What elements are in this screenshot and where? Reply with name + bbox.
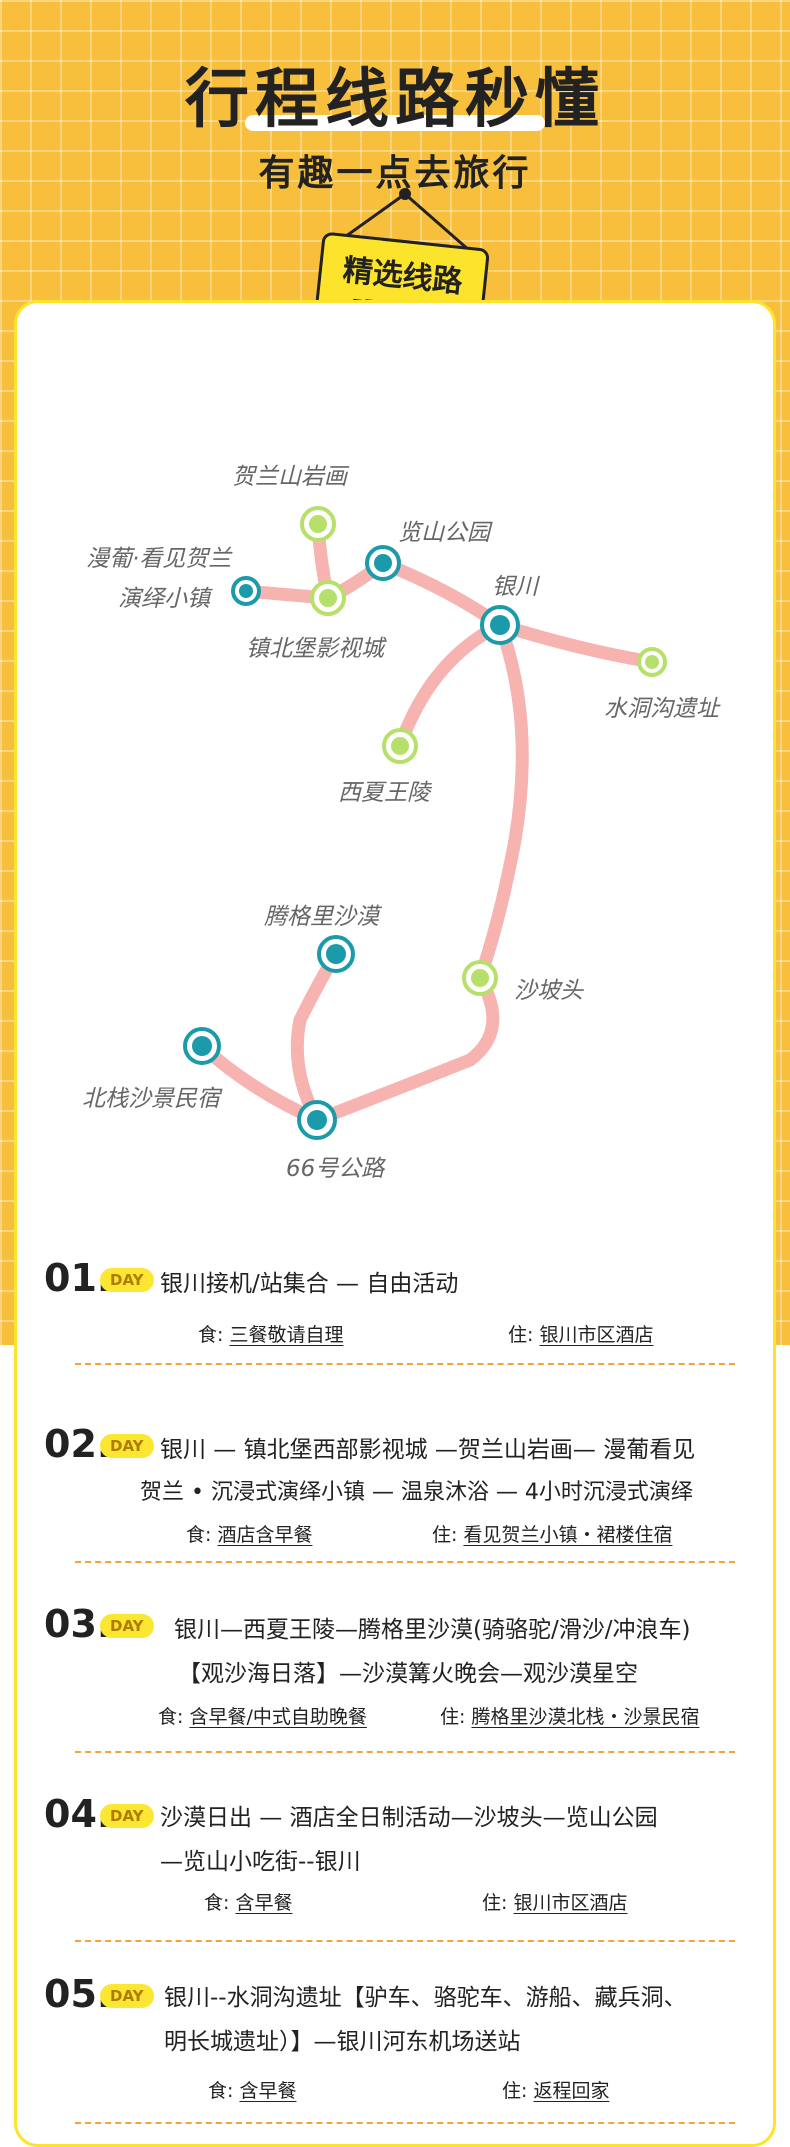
label-beizhan: 北栈沙景民宿 xyxy=(82,1086,223,1112)
day-route-line: 贺兰 • 沉浸式演绎小镇 — 温泉沐浴 — 4小时沉浸式演绎 xyxy=(140,1480,693,1505)
day-badge: DAY xyxy=(100,1268,154,1292)
dashed-divider xyxy=(75,1940,735,1942)
stay-info: 住: 看见贺兰小镇・裙楼住宿 xyxy=(432,1520,672,1547)
node-shapotou xyxy=(462,960,498,996)
map-labels: 贺兰山岩画 览山公园 漫葡·看见贺兰 演绎小镇 银川 镇北堡影视城 水洞沟遗址 … xyxy=(82,464,721,1182)
dashed-divider xyxy=(75,1561,735,1563)
label-shuidonggou: 水洞沟遗址 xyxy=(604,696,721,722)
meal-value: 酒店含早餐 xyxy=(217,1524,313,1546)
node-xixia xyxy=(382,728,418,764)
day-route-line: 银川—西夏王陵—腾格里沙漠(骑骆驼/滑沙/冲浪车) xyxy=(174,1617,691,1643)
header: 行程线路秒懂 有趣一点去旅行 精选线路 5天4晚之旅 xyxy=(0,0,790,335)
day-route-line: 银川接机/站集合 — 自由活动 xyxy=(160,1271,459,1297)
day-route-line: —览山小吃街--银川 xyxy=(160,1849,361,1875)
stay-info: 住: 返程回家 xyxy=(502,2076,609,2103)
dashed-divider xyxy=(75,1751,735,1753)
label-shapotou: 沙坡头 xyxy=(514,978,584,1004)
sub-title: 有趣一点去旅行 xyxy=(258,153,532,194)
stay-value: 腾格里沙漠北栈・沙景民宿 xyxy=(471,1706,700,1728)
stay-value: 银川市区酒店 xyxy=(513,1892,628,1914)
stay-label: 住: xyxy=(440,1706,466,1728)
stay-label: 住: xyxy=(508,1324,534,1346)
stay-info: 住: 银川市区酒店 xyxy=(508,1320,653,1347)
stay-label: 住: xyxy=(432,1524,458,1546)
day-route-line: 明长城遗址）】—银川河东机场送站 xyxy=(164,2029,521,2055)
label-xixia: 西夏王陵 xyxy=(338,780,433,806)
label-manpu-1: 漫葡·看见贺兰 xyxy=(86,546,233,572)
label-zhenbeibao: 镇北堡影视城 xyxy=(246,636,387,662)
day-route-line: 【观沙海日落】—沙漠篝火晚会—观沙漠星空 xyxy=(178,1661,638,1687)
meal-value: 含早餐/中式自助晚餐 xyxy=(189,1706,367,1728)
content-card xyxy=(14,300,776,2147)
meal-label: 食: xyxy=(186,1524,212,1546)
route-lines xyxy=(195,517,659,1127)
stay-info: 住: 腾格里沙漠北栈・沙景民宿 xyxy=(440,1702,699,1729)
meal-label: 食: xyxy=(204,1892,230,1914)
meal-label: 食: xyxy=(208,2080,234,2102)
route-map: 贺兰山岩画 览山公园 漫葡·看见贺兰 演绎小镇 银川 镇北堡影视城 水洞沟遗址 … xyxy=(82,464,721,1182)
day-badge: DAY xyxy=(100,1614,154,1638)
meal-value: 三餐敬请自理 xyxy=(229,1324,344,1346)
meal-info: 食: 酒店含早餐 xyxy=(186,1520,312,1547)
main-title: 行程线路秒懂 xyxy=(185,63,605,137)
meal-value: 含早餐 xyxy=(239,2080,297,2102)
dashed-divider xyxy=(75,2122,735,2124)
meal-value: 含早餐 xyxy=(235,1892,293,1914)
node-beizhan xyxy=(183,1027,221,1065)
meal-label: 食: xyxy=(198,1324,224,1346)
stay-value: 看见贺兰小镇・裙楼住宿 xyxy=(463,1524,673,1546)
node-tengger xyxy=(317,935,355,973)
day-route-line: 银川--水洞沟遗址【驴车、骆驼车、游船、藏兵洞、 xyxy=(164,1985,687,2011)
node-shuidonggou xyxy=(637,647,667,677)
node-manpu xyxy=(231,576,261,606)
label-helan-rock: 贺兰山岩画 xyxy=(232,464,350,490)
meal-info: 食: 含早餐 xyxy=(208,2076,296,2103)
label-lanshan-park: 览山公园 xyxy=(398,520,493,546)
stay-value: 银川市区酒店 xyxy=(539,1324,654,1346)
meal-info: 食: 含早餐 xyxy=(204,1888,292,1915)
day-badge: DAY xyxy=(100,1804,154,1828)
node-zhenbeibao xyxy=(310,580,346,616)
day-badge: DAY xyxy=(100,1984,154,2008)
label-road66: 66号公路 xyxy=(286,1156,386,1182)
stay-value: 返程回家 xyxy=(533,2080,610,2102)
meal-label: 食: xyxy=(158,1706,184,1728)
label-tengger: 腾格里沙漠 xyxy=(264,904,383,930)
day-badge: DAY xyxy=(100,1434,154,1458)
node-lanshan xyxy=(365,545,401,581)
dashed-divider xyxy=(75,1363,735,1365)
title-underline xyxy=(245,115,545,131)
label-manpu-2: 演绎小镇 xyxy=(118,586,213,612)
day-route-line: 银川 — 镇北堡西部影视城 —贺兰山岩画— 漫葡看见 xyxy=(160,1437,696,1463)
node-yinchuan xyxy=(480,605,520,645)
day-route-line: 沙漠日出 — 酒店全日制活动—沙坡头—览山公园 xyxy=(160,1805,658,1831)
map-nodes xyxy=(183,506,667,1140)
node-helan-rock xyxy=(300,506,336,542)
stay-label: 住: xyxy=(482,1892,508,1914)
meal-info: 食: 含早餐/中式自助晚餐 xyxy=(158,1702,367,1729)
node-road66 xyxy=(297,1100,337,1140)
meal-info: 食: 三餐敬请自理 xyxy=(198,1320,343,1347)
stay-info: 住: 银川市区酒店 xyxy=(482,1888,627,1915)
stay-label: 住: xyxy=(502,2080,528,2102)
label-yinchuan: 银川 xyxy=(492,574,541,600)
